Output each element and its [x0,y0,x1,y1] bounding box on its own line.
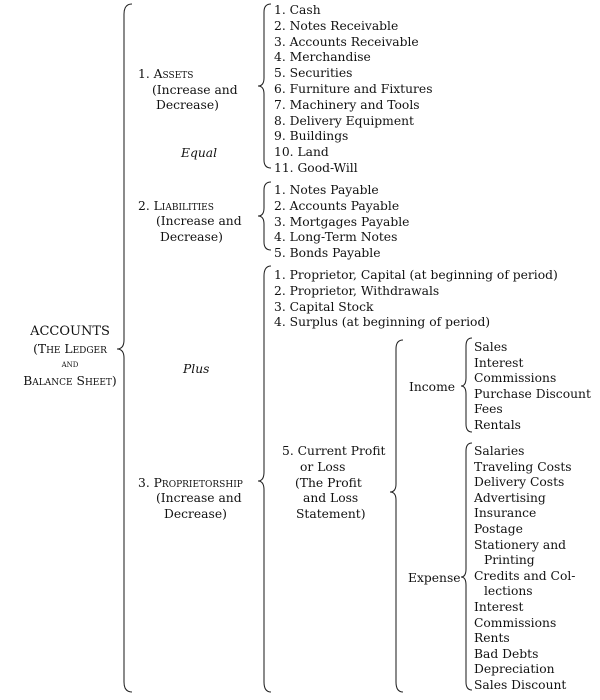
liabilities-brace [257,181,272,251]
accounts-title: ACCOUNTS [30,324,110,339]
asset-item-7: 7. Machinery and Tools [274,97,420,112]
current-profit-line-2: or Loss [300,460,346,474]
expense-item-12: Commissions [474,615,557,630]
expense-item-13: Rents [474,631,510,646]
current-profit-line-4: and Loss [303,491,359,505]
proprietorship-item-4: 4. Surplus (at beginning of period) [274,315,491,330]
assets-brace [257,3,272,169]
liabilities-sub-1: (Increase and [156,214,242,228]
expense-item-3: Delivery Costs [474,475,565,490]
expense-item-7: Stationery and [474,537,567,552]
expense-item-4: Advertising [474,490,546,505]
income-brace [460,337,473,433]
expense-item-15: Depreciation [474,662,555,677]
proprietorship-sub-2: Decrease) [164,507,227,521]
expense-item-14: Bad Debts [474,646,539,661]
income-label: Income [409,380,456,394]
liabilities-label: 2. Liabilities [138,199,214,213]
liability-item-3: 3. Mortgages Payable [274,214,410,229]
liability-item-2: 2. Accounts Payable [274,198,400,213]
proprietorship-item-3: 3. Capital Stock [274,299,374,314]
current-profit-line-3: (The Profit [295,476,362,490]
current-profit-line-5: Statement) [296,507,366,521]
income-item-2: Interest [474,355,524,370]
accounts-subtitle-2: and [61,359,79,370]
asset-item-4: 4. Merchandise [274,50,371,65]
expense-item-10: lections [484,584,533,599]
expense-item-16: Sales Discount [474,678,567,692]
asset-item-11: 11. Good-Will [274,161,358,175]
plus-connector: Plus [183,362,210,376]
expense-item-5: Insurance [474,506,537,521]
asset-item-10: 10. Land [274,145,329,160]
asset-item-5: 5. Securities [274,66,353,81]
income-item-4: Purchase Discount [474,386,591,401]
asset-item-6: 6. Furniture and Fixtures [274,82,433,96]
proprietorship-item-1: 1. Proprietor, Capital (at beginning of … [274,268,558,282]
liability-item-1: 1. Notes Payable [274,183,379,197]
proprietorship-brace [257,265,272,693]
accounts-brace [116,3,133,693]
assets-sub-1: (Increase and [152,83,238,97]
expense-brace [460,442,473,691]
accounts-subtitle-3: Balance Sheet) [23,374,117,388]
accounts-subtitle-1: (The Ledger [33,342,107,356]
equal-connector: Equal [181,146,218,160]
proprietorship-label: 3. Proprietorship [138,476,243,490]
liability-item-5: 5. Bonds Payable [274,246,381,261]
current-profit-brace [389,339,404,693]
asset-item-8: 8. Delivery Equipment [274,113,414,128]
asset-item-3: 3. Accounts Receivable [274,34,419,49]
expense-item-9: Credits and Col- [474,568,576,583]
income-item-6: Rentals [474,418,521,432]
asset-item-9: 9. Buildings [274,129,349,144]
assets-sub-2: Decrease) [156,98,219,112]
expense-item-6: Postage [474,522,523,536]
expense-label: Expense [408,571,461,585]
income-item-1: Sales [474,340,508,354]
asset-item-1: 1. Cash [274,3,321,17]
proprietorship-sub-1: (Increase and [156,491,242,505]
liability-item-4: 4. Long-Term Notes [274,230,398,245]
assets-label: 1. Assets [138,67,194,81]
expense-item-2: Traveling Costs [474,459,572,474]
expense-item-11: Interest [474,600,524,614]
expense-item-1: Salaries [474,444,525,458]
income-item-5: Fees [474,402,503,417]
proprietorship-item-2: 2. Proprietor, Withdrawals [274,283,440,298]
liabilities-sub-2: Decrease) [160,230,223,244]
current-profit-line-1: 5. Current Profit [282,444,386,458]
expense-item-8: Printing [484,553,535,568]
asset-item-2: 2. Notes Receivable [274,18,399,33]
income-item-3: Commissions [474,371,557,386]
